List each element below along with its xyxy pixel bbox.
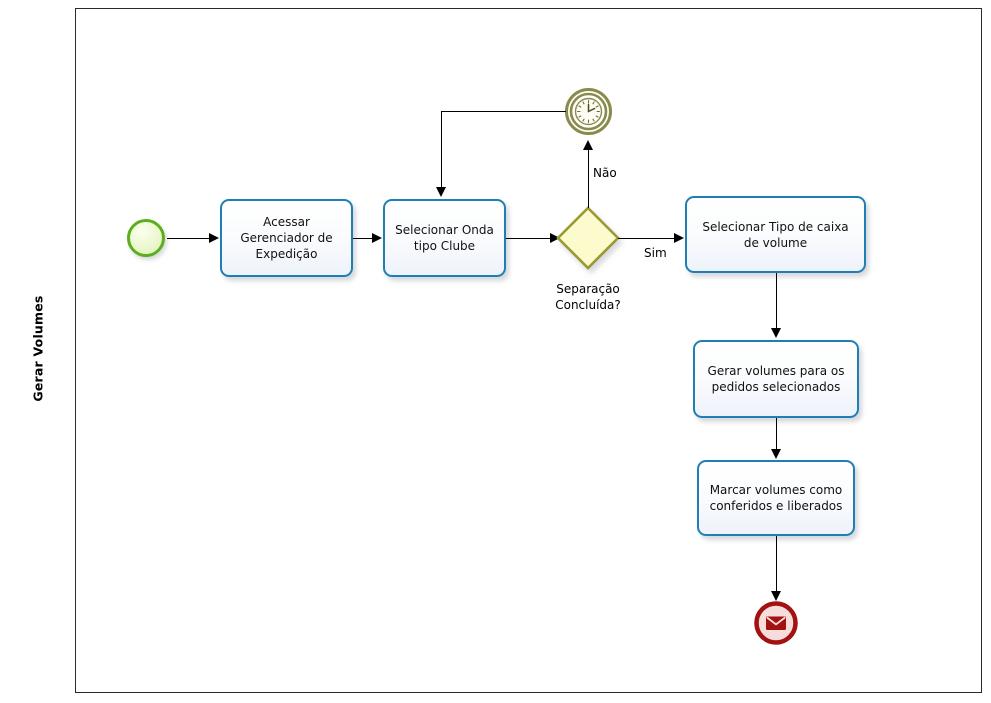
flow-label-nao: Não <box>593 166 617 180</box>
flow-task1-to-task2-arrowhead <box>372 232 382 243</box>
task-label: Marcar volumes como conferidos e liberad… <box>709 483 843 513</box>
gateway-separacao-concluida[interactable] <box>556 206 620 270</box>
gateway-label-line2: Concluída? <box>555 298 621 312</box>
task-marcar-volumes-como-conferidos-e-liberados[interactable]: Marcar volumes como conferidos e liberad… <box>697 460 855 536</box>
flow-timer-to-task2-horizontal <box>441 111 566 112</box>
flow-task3-to-task4 <box>776 273 777 329</box>
flow-task1-to-task2 <box>353 238 373 239</box>
message-end-event[interactable] <box>754 601 798 645</box>
task-gerar-volumes-para-os-pedidos-selecionados[interactable]: Gerar volumes para os pedidos selecionad… <box>693 340 859 418</box>
flow-task5-to-end-arrowhead <box>770 591 781 601</box>
task-label: Selecionar Tipo de caixa de volume <box>702 219 849 250</box>
timer-intermediate-event[interactable] <box>565 88 612 135</box>
gateway-label-line1: Separação <box>556 282 620 296</box>
flow-task2-to-gateway-arrowhead <box>550 232 560 243</box>
lane-header: Gerar Volumes <box>8 8 76 693</box>
flow-timer-to-task2-vertical <box>441 111 442 188</box>
flow-gateway-to-timer <box>588 146 589 208</box>
flow-task4-to-task5-arrowhead <box>770 449 781 459</box>
flow-task3-to-task4-arrowhead <box>770 328 781 338</box>
start-event[interactable] <box>127 219 165 257</box>
flow-task2-to-gateway <box>506 238 551 239</box>
flow-gateway-to-task3-arrowhead <box>674 232 684 243</box>
task-selecionar-onda-tipo-clube[interactable]: Selecionar Onda tipo Clube <box>383 199 506 277</box>
gateway-label: Separação Concluída? <box>528 281 648 313</box>
clock-hands-icon <box>587 103 596 113</box>
flow-start-to-task1-arrowhead <box>209 232 219 243</box>
task-selecionar-tipo-de-caixa-de-volume[interactable]: Selecionar Tipo de caixa de volume <box>685 196 866 273</box>
task-label: Acessar Gerenciador de Expedição <box>240 215 333 261</box>
envelope-icon <box>766 616 786 630</box>
flow-timer-to-task2-arrowhead <box>435 187 446 197</box>
flow-gateway-to-timer-arrowhead <box>582 140 593 150</box>
flow-label-sim: Sim <box>644 246 667 260</box>
flow-task4-to-task5 <box>776 418 777 450</box>
flow-task5-to-end <box>776 536 777 592</box>
flow-start-to-task1 <box>167 238 210 239</box>
task-label: Gerar volumes para os pedidos selecionad… <box>707 364 845 394</box>
task-acessar-gerenciador-de-expedicao[interactable]: Acessar Gerenciador de Expedição <box>220 199 353 277</box>
task-label: Selecionar Onda tipo Clube <box>395 223 494 253</box>
flow-gateway-to-task3 <box>618 238 675 239</box>
